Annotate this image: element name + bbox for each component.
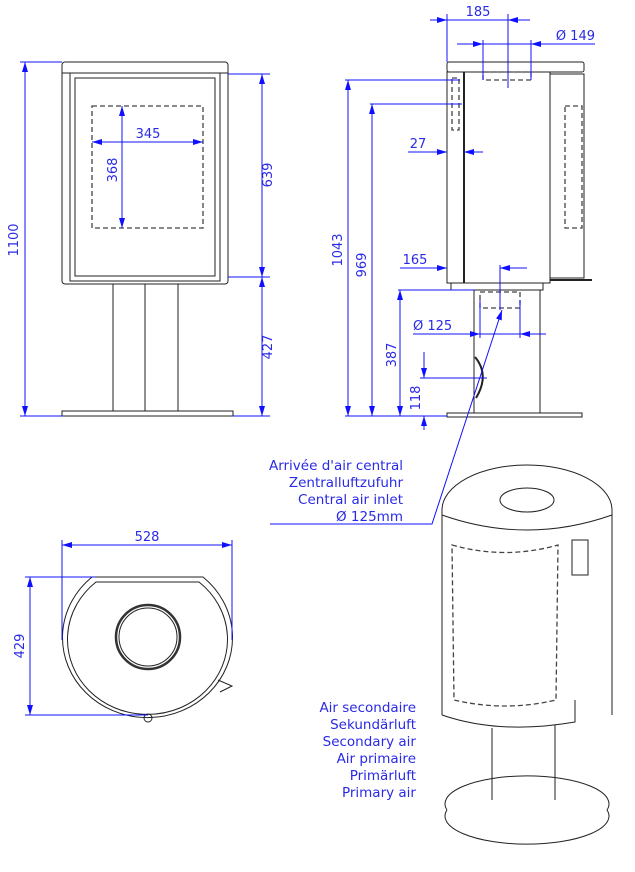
dim-door-height: 368 bbox=[106, 158, 121, 183]
label-de: Zentralluftzufuhr bbox=[289, 475, 404, 491]
dim-total-height: 1100 bbox=[7, 223, 22, 256]
dim-top-width: 528 bbox=[135, 530, 160, 545]
label-secondary-de: Sekundärluft bbox=[330, 717, 416, 733]
dim-inlet-height: 118 bbox=[409, 386, 424, 411]
dim-inlet-offset: 165 bbox=[403, 253, 428, 268]
label-en: Central air inlet bbox=[298, 492, 403, 508]
dim-height-rear: 969 bbox=[355, 253, 370, 278]
dim-top-depth: 429 bbox=[13, 634, 28, 659]
dim-door-width: 345 bbox=[136, 127, 161, 142]
label-primary-en: Primary air bbox=[342, 785, 416, 801]
dim-inlet-diameter: Ø 125 bbox=[413, 319, 452, 334]
dim-body-height: 639 bbox=[261, 163, 276, 188]
air-labels: Air secondaire Sekundärluft Secondary ai… bbox=[319, 700, 416, 801]
dim-outlet-diameter: Ø 149 bbox=[556, 29, 595, 44]
label-fr: Arrivée d'air central bbox=[269, 458, 403, 474]
label-secondary-en: Secondary air bbox=[323, 734, 417, 750]
label-primary-fr: Air primaire bbox=[337, 751, 416, 767]
front-view: 1100 345 368 639 427 bbox=[7, 61, 276, 417]
label-secondary-fr: Air secondaire bbox=[319, 700, 416, 716]
dim-height-top: 1043 bbox=[331, 233, 346, 266]
top-view: 528 429 bbox=[13, 530, 234, 723]
dim-outlet-offset: 185 bbox=[466, 5, 491, 20]
side-view: 185 Ø 149 1043 969 27 165 Ø 125 387 118 bbox=[331, 5, 595, 430]
dim-pedestal-height: 427 bbox=[261, 335, 276, 360]
dim-pedestal-height-side: 387 bbox=[385, 343, 400, 368]
label-diameter: Ø 125mm bbox=[336, 509, 403, 525]
perspective-view bbox=[441, 464, 613, 845]
dim-wall: 27 bbox=[410, 137, 427, 152]
label-primary-de: Primärluft bbox=[350, 768, 416, 784]
central-air-label: Arrivée d'air central Zentralluftzufuhr … bbox=[269, 458, 403, 525]
